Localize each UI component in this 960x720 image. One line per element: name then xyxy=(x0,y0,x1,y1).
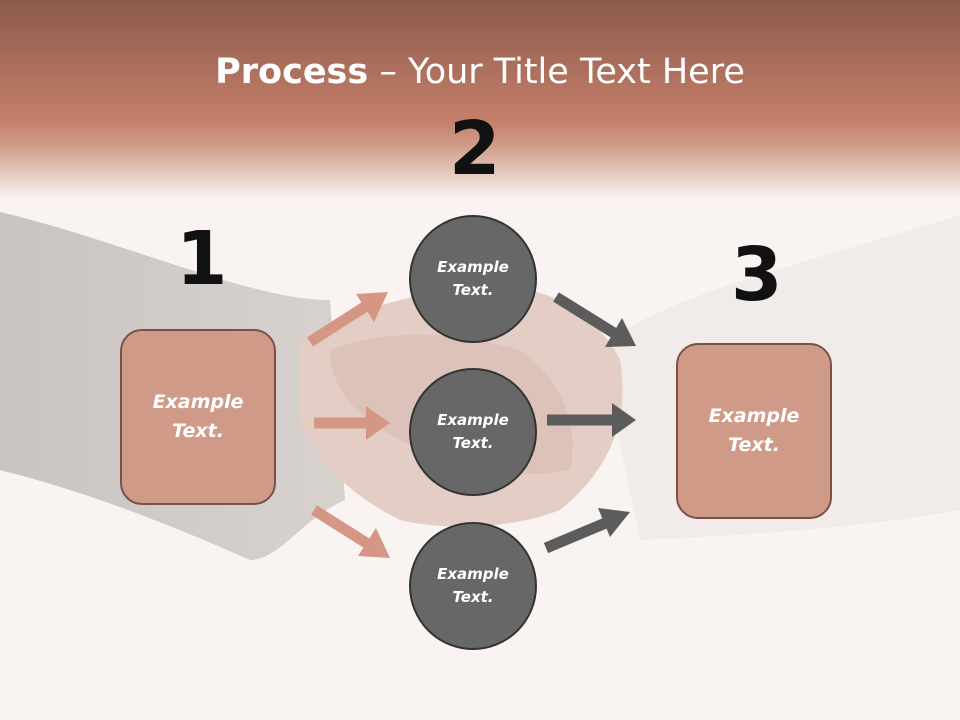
arrow-to-circle-top xyxy=(307,292,388,347)
step-number-1: 1 xyxy=(176,216,228,302)
step-2-circle-bottom: Example Text. xyxy=(409,522,537,650)
step-3-text-line1: Example xyxy=(708,405,800,427)
circle-middle-text-line2: Text. xyxy=(452,434,494,452)
step-1-text-line2: Text. xyxy=(172,420,224,442)
step-number-3: 3 xyxy=(731,232,783,318)
step-3-text-line2: Text. xyxy=(728,434,780,456)
circle-middle-text-line1: Example xyxy=(437,411,509,429)
step-3-box: Example Text. xyxy=(676,343,832,519)
arrow-to-circle-bottom xyxy=(311,505,390,558)
step-1-box: Example Text. xyxy=(120,329,276,505)
step-1-text-line1: Example xyxy=(152,391,244,413)
title-rest: – Your Title Text Here xyxy=(368,52,745,92)
title-bold: Process xyxy=(215,52,369,92)
slide-title: Process – Your Title Text Here xyxy=(0,52,960,92)
circle-bottom-text-line1: Example xyxy=(437,565,509,583)
arrow-from-circle-bottom xyxy=(543,508,630,554)
step-2-circle-middle: Example Text. xyxy=(409,368,537,496)
circle-top-text-line1: Example xyxy=(437,258,509,276)
arrow-from-circle-top xyxy=(553,292,636,347)
circle-top-text-line2: Text. xyxy=(452,281,494,299)
step-number-2: 2 xyxy=(449,106,501,192)
arrow-from-circle-middle xyxy=(547,403,636,437)
circle-bottom-text-line2: Text. xyxy=(452,588,494,606)
step-2-circle-top: Example Text. xyxy=(409,215,537,343)
arrow-to-circle-middle xyxy=(314,406,390,440)
